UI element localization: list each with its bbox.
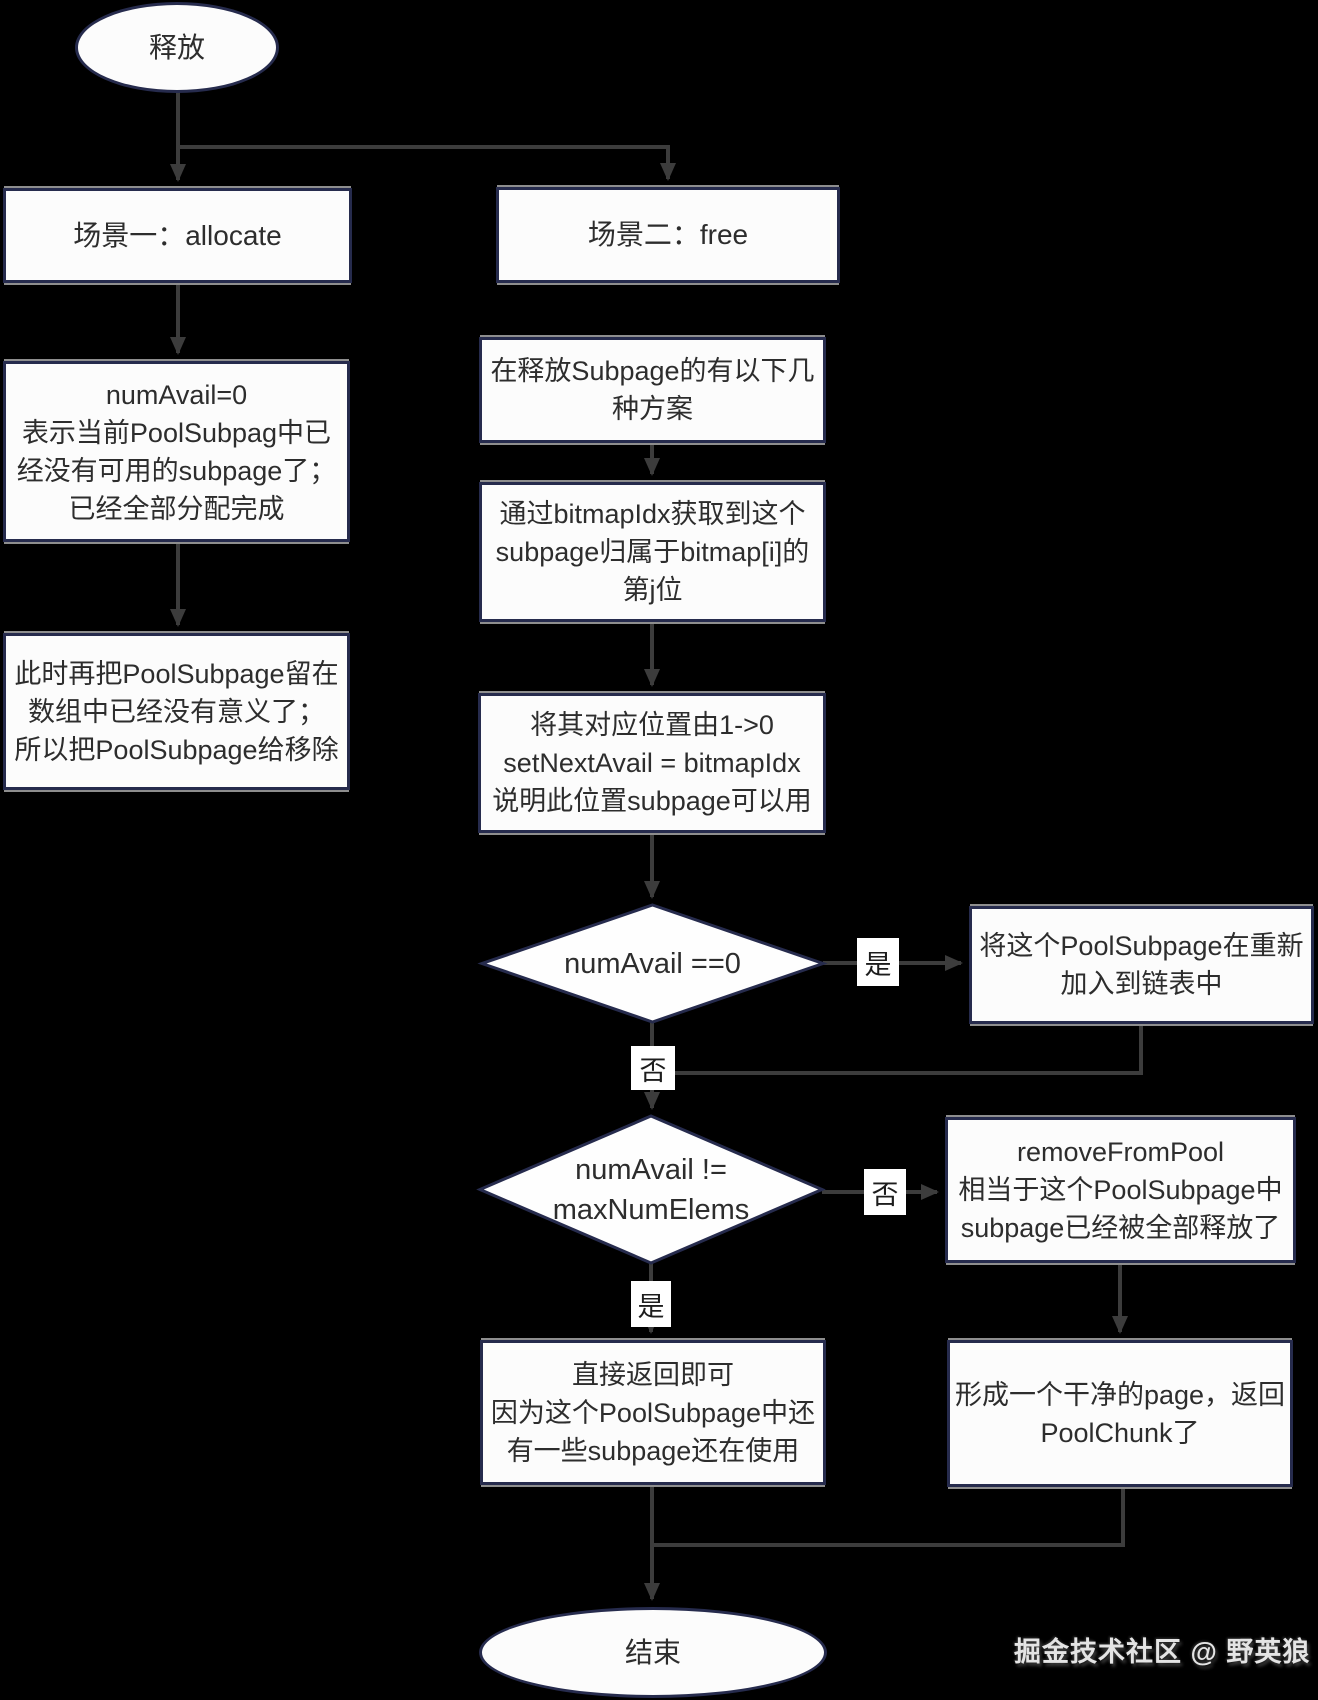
- node-direct-return-label: 直接返回即可 因为这个PoolSubpage中还 有一些subpage还在使用: [490, 1359, 816, 1466]
- edge-label-no-remove-text: 否: [871, 1179, 899, 1210]
- node-readd-to-list: 将这个PoolSubpage在重新 加入到链表中: [969, 906, 1314, 1024]
- node-start: 释放: [75, 2, 279, 93]
- node-end: 结束: [479, 1607, 827, 1698]
- node-num-avail-zero: numAvail=0 表示当前PoolSubpag中已 经没有可用的subpag…: [3, 361, 350, 542]
- node-remove-subpage: 此时再把PoolSubpage留在 数组中已经没有意义了； 所以把PoolSub…: [3, 633, 350, 790]
- edge-label-no-remove: 否: [864, 1169, 906, 1215]
- node-start-label: 释放: [148, 31, 205, 63]
- node-num-avail-zero-label: numAvail=0 表示当前PoolSubpag中已 经没有可用的subpag…: [16, 379, 337, 524]
- node-free-intro: 在释放Subpage的有以下几 种方案: [479, 337, 826, 443]
- node-clean-page-label: 形成一个干净的page，返回 PoolChunk了: [954, 1379, 1286, 1448]
- node-end-label: 结束: [624, 1636, 681, 1668]
- node-bitmap-idx: 通过bitmapIdx获取到这个 subpage归属于bitmap[i]的 第j…: [479, 482, 826, 622]
- node-remove-from-pool: removeFromPool 相当于这个PoolSubpage中 subpage…: [945, 1117, 1296, 1263]
- node-free-intro-label: 在释放Subpage的有以下几 种方案: [490, 356, 815, 424]
- edge-start-to-free: [178, 145, 676, 181]
- node-set-next-avail: 将其对应位置由1->0 setNextAvail = bitmapIdx 说明此…: [478, 693, 826, 833]
- watermark: 掘金技术社区 @ 野英狼: [1014, 1637, 1311, 1667]
- node-remove-subpage-label: 此时再把PoolSubpage留在 数组中已经没有意义了； 所以把PoolSub…: [14, 658, 339, 765]
- node-readd-to-list-label: 将这个PoolSubpage在重新 加入到链表中: [979, 931, 1304, 999]
- decision-maxelems-label-box: numAvail != maxNumElems: [480, 1116, 822, 1263]
- node-set-next-avail-label: 将其对应位置由1->0 setNextAvail = bitmapIdx 说明此…: [492, 710, 812, 816]
- decision-numavail-label: numAvail ==0: [564, 947, 741, 980]
- node-direct-return: 直接返回即可 因为这个PoolSubpage中还 有一些subpage还在使用: [480, 1340, 826, 1485]
- decision-numavail-label-box: numAvail ==0: [482, 905, 823, 1022]
- edge-label-no-continue: 否: [631, 1046, 675, 1090]
- node-remove-from-pool-label: removeFromPool 相当于这个PoolSubpage中 subpage…: [958, 1137, 1283, 1243]
- edge-readd-merge: [652, 1024, 1143, 1075]
- node-clean-page: 形成一个干净的page，返回 PoolChunk了: [947, 1340, 1293, 1487]
- node-bitmap-idx-label: 通过bitmapIdx获取到这个 subpage归属于bitmap[i]的 第j…: [495, 499, 810, 605]
- decision-maxelems-label: numAvail != maxNumElems: [552, 1153, 750, 1226]
- edge-label-yes-readd-text: 是: [864, 949, 892, 980]
- edge-label-yes-return: 是: [631, 1281, 671, 1327]
- edge-label-yes-return-text: 是: [637, 1291, 665, 1322]
- decision-diamond-numavail: [477, 903, 828, 1024]
- edge-label-yes-readd: 是: [857, 938, 899, 986]
- node-scene-free-label: 场景二：free: [587, 219, 749, 250]
- node-scene-allocate: 场景一：allocate: [3, 188, 352, 283]
- node-scene-allocate-label: 场景一：allocate: [73, 219, 282, 251]
- edge-label-no-continue-text: 否: [639, 1055, 667, 1086]
- decision-diamond-maxelems: [476, 1114, 826, 1265]
- edge-cleanpage-merge: [652, 1487, 1125, 1547]
- node-scene-free: 场景二：free: [496, 187, 840, 283]
